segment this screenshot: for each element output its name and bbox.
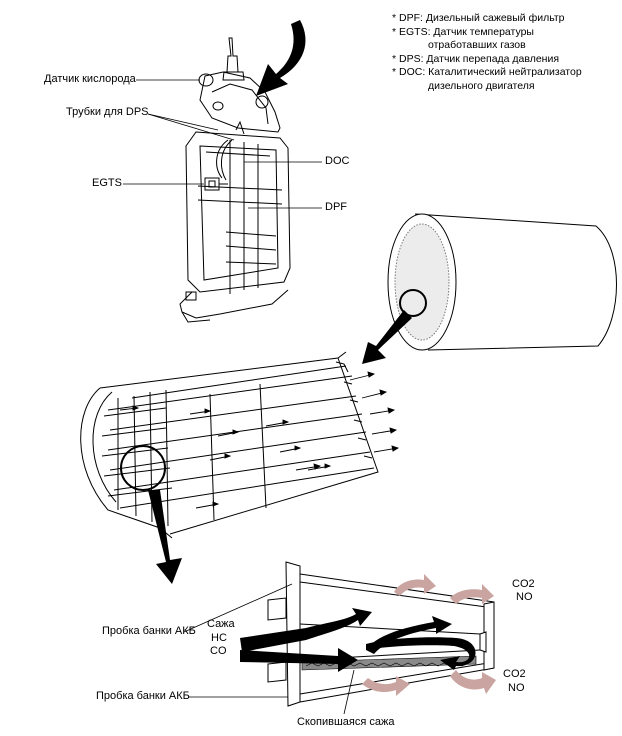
channel-cutaway bbox=[80, 351, 379, 539]
label-doc: DOC bbox=[325, 155, 350, 167]
legend-egts-cont: отработавших газов bbox=[428, 39, 526, 51]
label-co2-bottom: CO2 bbox=[503, 668, 526, 680]
leader-lines-top bbox=[123, 79, 322, 209]
label-co: CO bbox=[210, 645, 227, 657]
label-hc: HC bbox=[211, 632, 227, 644]
label-soot: Сажа bbox=[207, 618, 235, 630]
label-no-bottom: NO bbox=[508, 682, 525, 694]
legend-egts: * EGTS: Датчик температуры bbox=[392, 25, 534, 38]
legend-dpf: * DPF: Дизельный сажевый фильтр bbox=[392, 12, 565, 24]
label-co2-top: CO2 bbox=[512, 578, 535, 590]
channel-flow-arrows bbox=[119, 371, 400, 509]
label-no-top: NO bbox=[516, 591, 533, 603]
legend-dps: * DPS: Датчик перепада давления bbox=[392, 52, 560, 65]
leader-lines-bottom bbox=[183, 583, 355, 715]
legend-doc-cont: дизельного двигателя bbox=[428, 79, 535, 92]
label-oxygen-sensor: Датчик кислорода bbox=[44, 73, 136, 85]
label-dps-tubes: Трубки для DPS bbox=[66, 106, 149, 118]
filter-cylinder bbox=[387, 213, 617, 351]
inlet-flow-arrow bbox=[256, 20, 306, 96]
label-dpf: DPF bbox=[325, 201, 347, 213]
abbreviation-legend: * DPF: Дизельный сажевый фильтр * EGTS: … bbox=[392, 12, 582, 93]
gas-flow-arrows bbox=[240, 608, 476, 672]
outflow-arrows bbox=[362, 574, 496, 696]
legend-doc: * DOC: Каталитический нейтрализатор bbox=[392, 66, 582, 78]
label-battery-plug-2: Пробка банки АКБ bbox=[96, 690, 190, 702]
label-accumulated-soot: Скопившаяся сажа bbox=[297, 716, 395, 728]
label-egts: EGTS bbox=[92, 177, 122, 189]
label-battery-plug-1: Пробка банки АКБ bbox=[102, 625, 196, 637]
zoom-arrow-2 bbox=[148, 490, 182, 584]
dpf-assembly bbox=[179, 37, 291, 323]
zoom-arrow-1 bbox=[362, 310, 412, 364]
